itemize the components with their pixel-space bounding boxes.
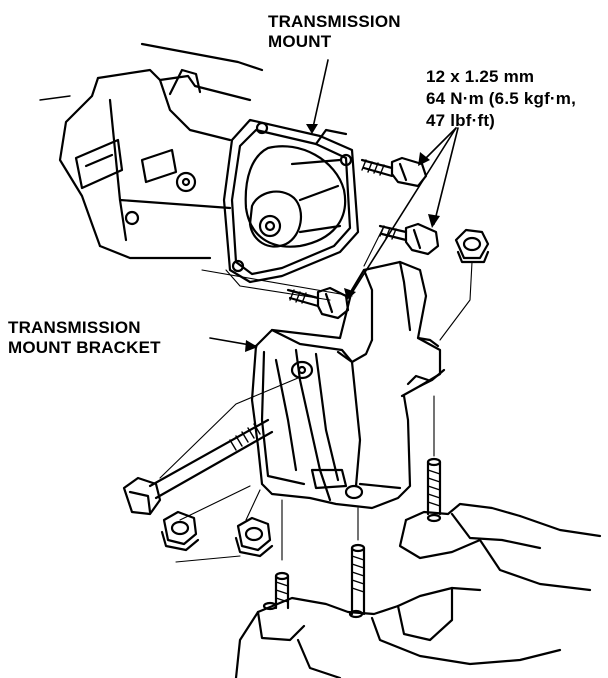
leader-transmission-mount [311,59,329,133]
stud-right [426,457,442,516]
frame-rail [39,42,264,260]
leader-bolt-bracket [349,127,457,297]
label-transmission-mount-bracket: TRANSMISSION MOUNT BRACKET [8,318,161,358]
leader-arrows [209,59,459,352]
bracket-bolt [286,286,350,320]
label-bolt-size: 12 x 1.25 mm [426,67,535,86]
label-bracket-line-1: TRANSMISSION [8,318,141,337]
mount-bolt-upper [360,156,428,188]
flange-nut-lower-right [234,516,274,558]
mount-bolt-lower [378,222,440,256]
label-bracket-line-2: MOUNT BRACKET [8,338,161,357]
leader-bolt-upper [421,127,457,163]
label-bolt-torque-spec: 12 x 1.25 mm 64 N·m (6.5 kgf·m, 47 lbf·f… [426,66,576,132]
label-transmission-mount-line-1: TRANSMISSION [268,12,401,31]
label-bolt-torque-imperial: 47 lbf·ft) [426,111,496,130]
leader-bolt-lower [433,127,459,225]
label-bolt-torque-metric: 64 N·m (6.5 kgf·m, [426,89,577,108]
label-transmission-mount: TRANSMISSION MOUNT [268,12,401,52]
flange-nut-upper [454,228,490,264]
alignment-lines [159,225,473,563]
transmission-mount-bracket [250,260,446,510]
transmission-case [234,502,602,678]
stud-center [350,543,366,616]
transmission-mount [222,118,360,284]
through-bolt [122,418,274,516]
label-transmission-mount-line-2: MOUNT [268,32,332,51]
flange-nut-lower-left [160,510,200,552]
